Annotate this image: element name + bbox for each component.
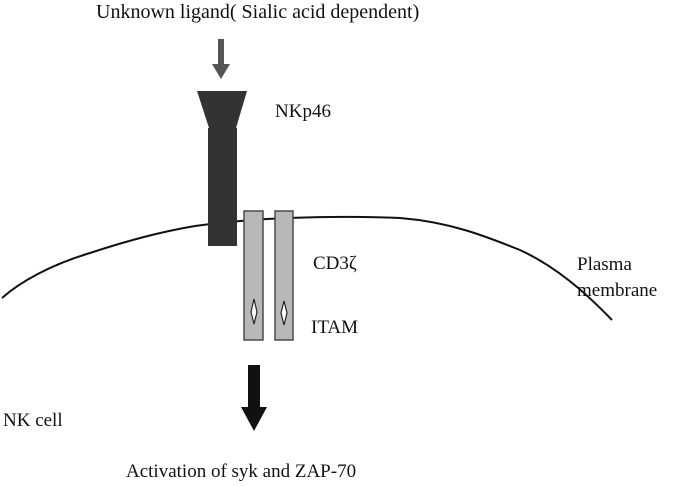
ligand-arrow [212, 39, 230, 79]
itam-motif-left [250, 298, 258, 325]
plasma-membrane-label-line2: membrane [577, 280, 658, 301]
ligand-label: Unknown ligand( Sialic acid dependent) [96, 1, 420, 23]
cd3-zeta-label: CD3ζ [313, 253, 357, 274]
outcome-label: Activation of syk and ZAP-70 [126, 461, 357, 482]
nkp46-receptor-stalk [208, 128, 237, 246]
itam-label: ITAM [311, 317, 359, 338]
cd3-zeta-chain-right [274, 210, 294, 341]
plasma-membrane-line [1, 215, 613, 321]
nkp46-label: NKp46 [275, 101, 331, 122]
signal-arrow [241, 365, 267, 431]
nkp46-receptor [197, 91, 247, 246]
plasma-membrane-label-line1: Plasma [577, 254, 632, 275]
nk-cell-label: NK cell [3, 410, 63, 431]
cd3-zeta-chain-left [243, 210, 264, 341]
nkp46-receptor-head [197, 91, 247, 128]
itam-motif-right [280, 300, 288, 326]
